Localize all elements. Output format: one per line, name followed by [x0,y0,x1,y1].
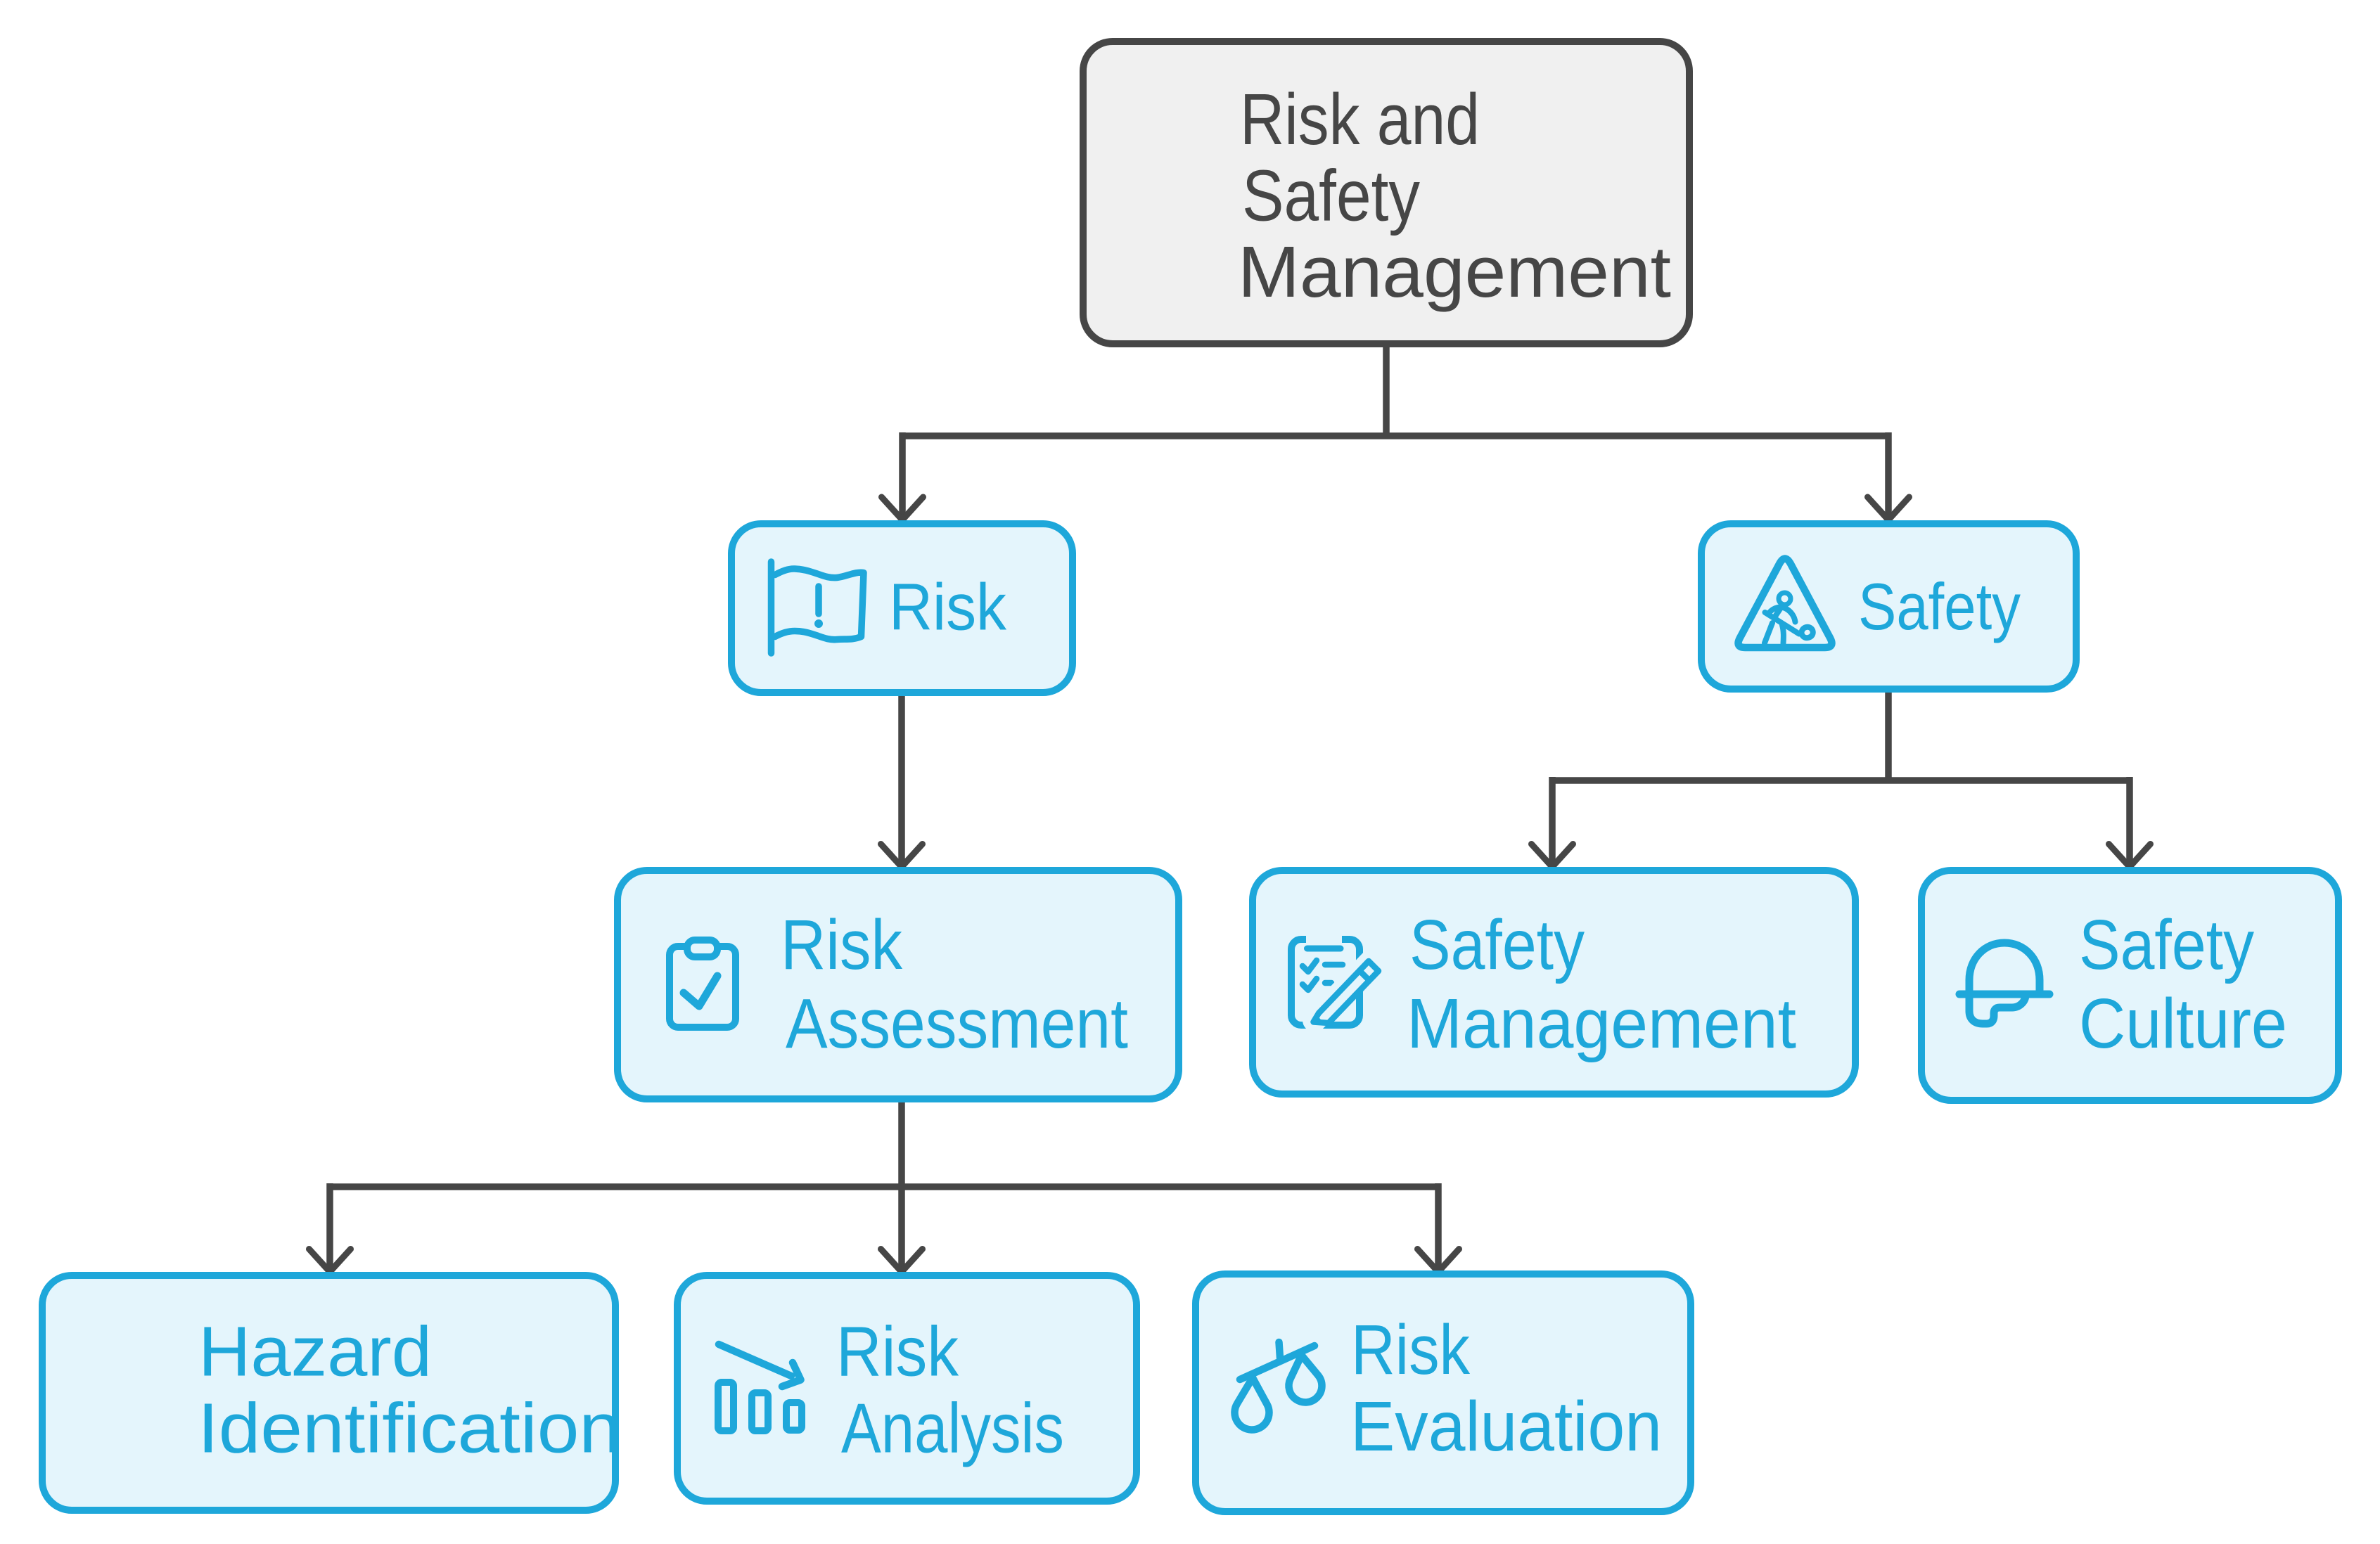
svg-text:Identification: Identification [198,1389,621,1468]
svg-text:Risk: Risk [889,570,1007,644]
svg-text:Management: Management [1238,231,1671,312]
svg-text:Risk: Risk [836,1313,959,1391]
svg-text:Risk: Risk [781,906,903,984]
svg-text:Safety: Safety [1858,570,2021,643]
svg-text:Analysis: Analysis [841,1389,1064,1468]
svg-text:Evaluation: Evaluation [1350,1387,1662,1466]
svg-text:Assessment: Assessment [786,984,1128,1063]
svg-text:Culture: Culture [2079,984,2287,1063]
svg-text:Safety: Safety [1409,906,1585,984]
svg-text:Management: Management [1407,984,1796,1063]
svg-text:Risk: Risk [1351,1311,1471,1389]
svg-text:Safety: Safety [2079,906,2254,984]
svg-text:Hazard: Hazard [198,1313,432,1391]
svg-text:Risk and: Risk and [1240,79,1480,160]
svg-text:Safety: Safety [1242,155,1420,236]
